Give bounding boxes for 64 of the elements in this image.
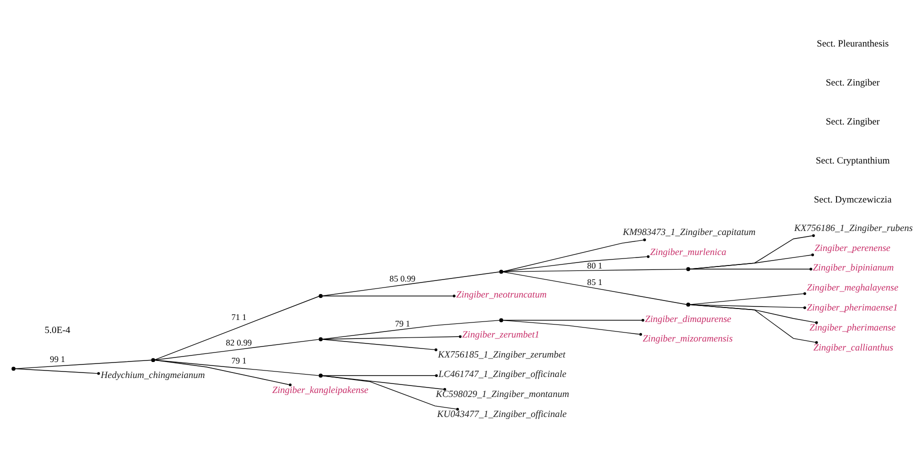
- connector: [322, 294, 456, 298]
- connector: [14, 368, 100, 375]
- node-text: Zingiber_zerumbet1: [462, 330, 540, 340]
- connector: [502, 255, 650, 272]
- node-circle: [318, 337, 323, 342]
- connector: [154, 360, 292, 386]
- node-text: Zingiber_neotruncatum: [456, 290, 547, 301]
- edge-label: 80 1: [587, 260, 602, 270]
- connector: [689, 292, 806, 305]
- connector: [322, 375, 446, 391]
- node-text: Zingiber_bipinianum: [812, 264, 894, 274]
- label: Sect. Dymczewiczia: [814, 195, 892, 206]
- edge-label: 85 0.99: [390, 273, 416, 284]
- node-text: Zingiber_pherimaense1: [806, 304, 898, 314]
- node-text: Zingiber_perenense: [814, 244, 890, 254]
- label: 5.0E-4: [44, 326, 70, 336]
- connector: [689, 253, 814, 270]
- node-circle: [499, 318, 504, 322]
- connector: [322, 335, 462, 340]
- connector: [154, 296, 320, 360]
- label: Sect. Zingiber: [826, 78, 880, 88]
- node-text: Zingiber_mizoramensis: [642, 334, 733, 345]
- node-text: Zingiber_callianthus: [813, 343, 894, 354]
- node-circle: [686, 302, 690, 307]
- node-circle: [318, 374, 323, 378]
- node-text: Zingiber_dimapurense: [644, 314, 732, 325]
- node-text: KX756185_1_Zingiber_zerumbet: [438, 350, 566, 360]
- node-text: Zingiber_meghalayense: [806, 284, 898, 294]
- connector: [689, 268, 812, 271]
- connector: [689, 234, 815, 270]
- edge-label: 79 1: [394, 318, 410, 328]
- node-text: KC598029_1_Zingiber_montanum: [436, 390, 570, 400]
- label: Sect. Pleuranthesis: [816, 39, 889, 50]
- node-text: Hedychium_chingmeianum: [100, 371, 205, 382]
- connector: [502, 268, 687, 272]
- connector: [14, 360, 152, 370]
- connector: [322, 320, 500, 340]
- edge-label: 99 1: [50, 354, 66, 364]
- label: Sect. Zingiber: [826, 117, 880, 128]
- connector: [689, 304, 818, 344]
- connector: [502, 238, 646, 272]
- connector: [502, 320, 642, 336]
- node-text: Zingiber_murlenica: [650, 248, 726, 258]
- node-circle: [499, 270, 504, 274]
- node-text: KU043477_1_Zingiber_officinale: [437, 410, 567, 420]
- connector: [322, 339, 438, 352]
- label: Sect. Cryptanthium: [816, 156, 890, 166]
- connector: [322, 375, 459, 411]
- node-text: Zingiber_kangleipakense: [272, 386, 368, 396]
- node-circle: [318, 294, 323, 298]
- node-circle: [686, 267, 690, 272]
- connector: [154, 339, 320, 360]
- edge-label: 82 0.99: [226, 337, 252, 348]
- connector: [502, 272, 687, 305]
- edge-label: 85 1: [587, 276, 602, 287]
- node-circle: [12, 366, 16, 371]
- edge-label: 79 1: [231, 356, 246, 366]
- edge-label: 71 1: [231, 312, 246, 322]
- connector: [322, 272, 500, 296]
- node-circle: [151, 358, 156, 362]
- node-text: Zingiber_pherimaense: [809, 323, 896, 334]
- node-text: LC461747_1_Zingiber_officinale: [438, 370, 566, 380]
- node-text: KM983473_1_Zingiber_capitatum: [622, 228, 756, 238]
- node-text: KX756186_1_Zingiber_rubens: [794, 224, 913, 234]
